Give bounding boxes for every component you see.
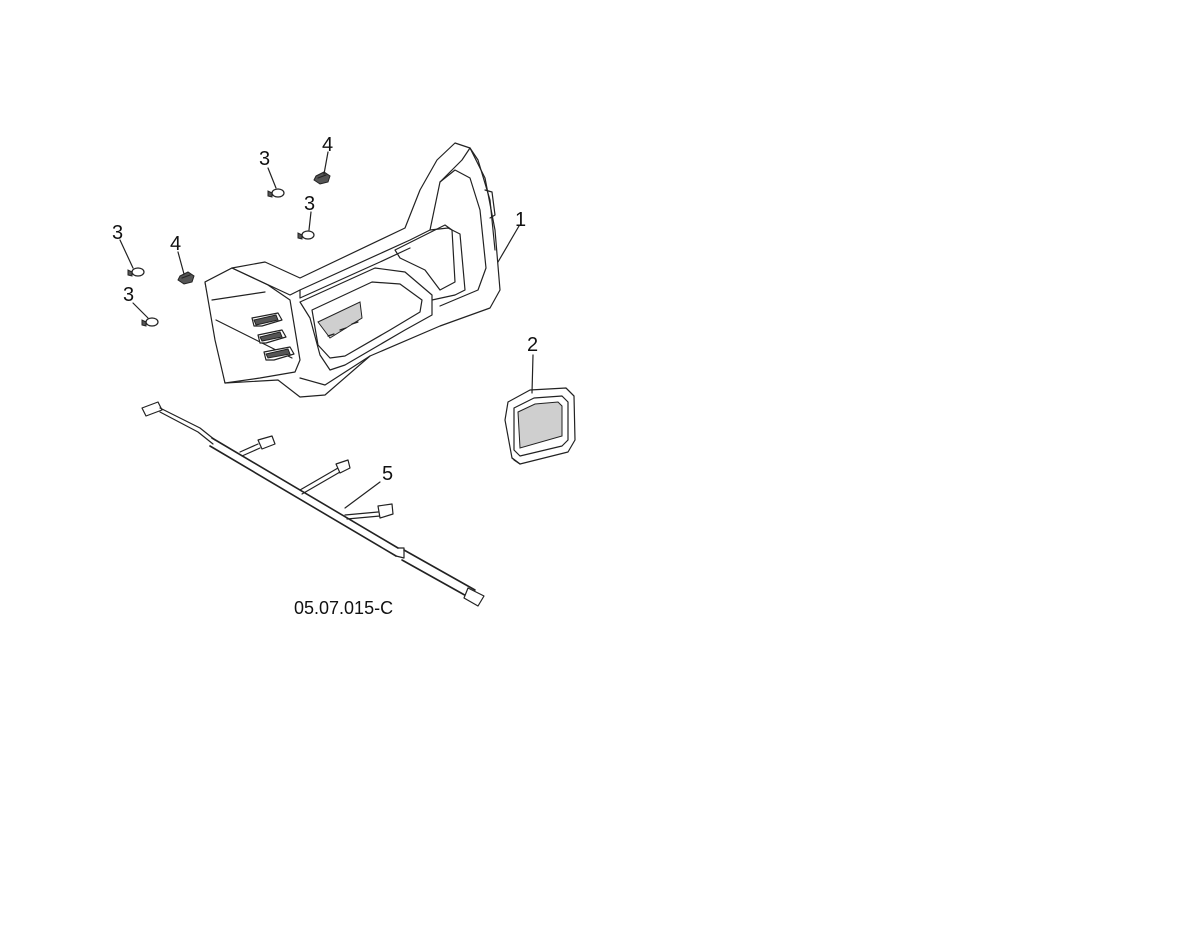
callout-3d: 3	[123, 284, 134, 306]
push-pin-fastener	[141, 317, 159, 327]
lamp-lens	[504, 387, 576, 465]
callout-3b: 3	[304, 193, 315, 215]
clip-nut	[313, 171, 331, 185]
callout-3a: 3	[259, 148, 270, 170]
callout-2: 2	[527, 334, 538, 356]
callout-4b: 4	[170, 233, 181, 255]
leader-line-1	[497, 225, 520, 263]
callout-1: 1	[515, 209, 526, 231]
leader-line-3a	[267, 167, 277, 189]
leader-line-4a	[323, 151, 329, 175]
leader-line-4b	[177, 251, 185, 275]
push-pin-fasteners	[127, 188, 315, 327]
push-pin-fastener	[127, 267, 145, 277]
push-pin-fastener	[267, 188, 285, 198]
leader-line-5	[344, 481, 381, 509]
leader-line-2	[531, 354, 534, 394]
wire-harness	[141, 401, 485, 607]
vent-slots	[251, 312, 295, 361]
callout-4a: 4	[322, 134, 333, 156]
leader-line-3d	[132, 302, 149, 319]
leader-line-3c	[119, 239, 134, 269]
leader-lines	[119, 151, 534, 509]
callout-3c: 3	[112, 222, 123, 244]
bezel-panel	[204, 142, 501, 398]
push-pin-fastener	[297, 230, 315, 240]
callouts: 1 2 3 3 3 3 4 4 5	[112, 134, 538, 485]
clip-nut	[177, 271, 195, 285]
leader-line-3b	[308, 211, 312, 231]
figure-id: 05.07.015-C	[294, 598, 393, 618]
callout-5: 5	[382, 463, 393, 485]
